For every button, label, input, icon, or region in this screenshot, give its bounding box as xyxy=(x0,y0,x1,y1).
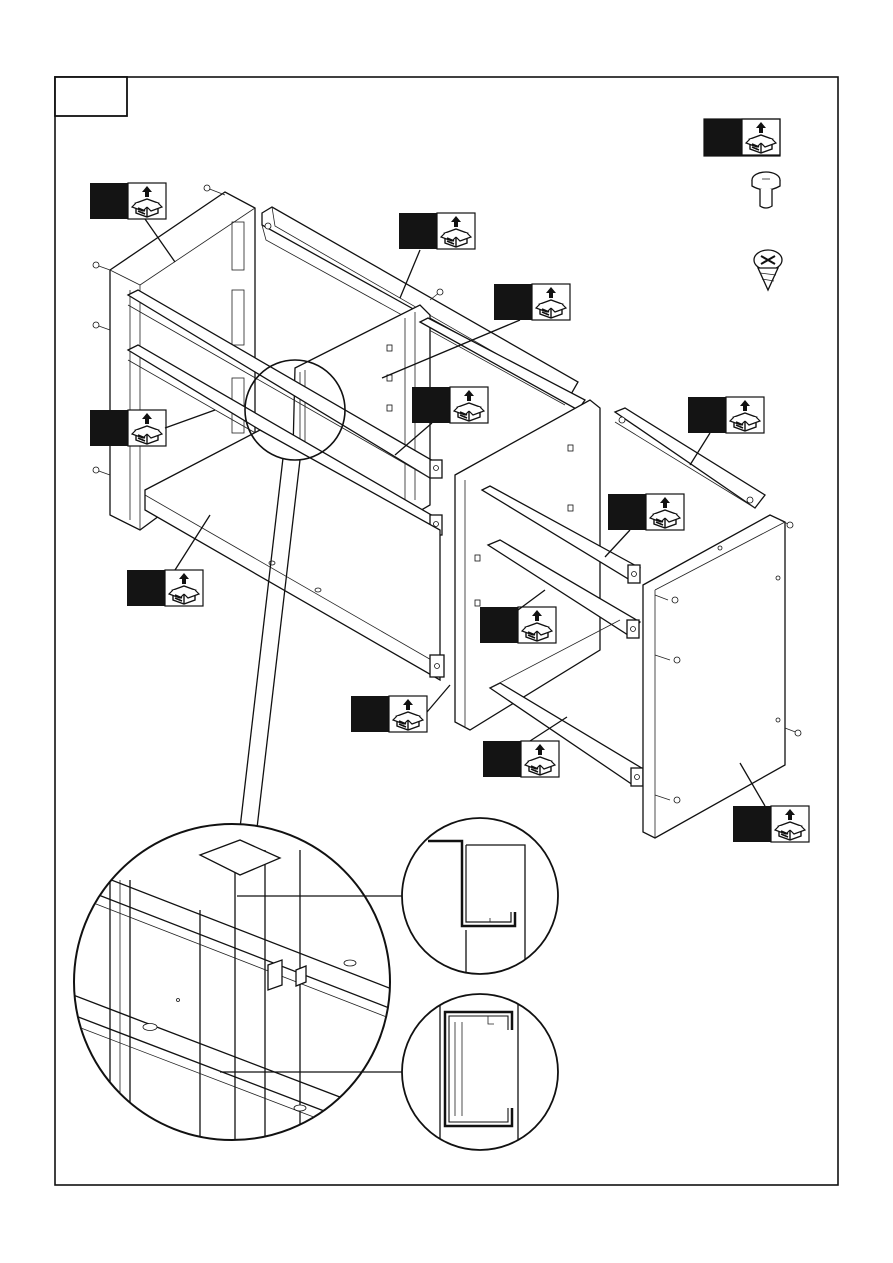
bolt-icon xyxy=(752,172,780,208)
label-top-back-rail xyxy=(399,213,475,249)
label-right-side-panel xyxy=(733,806,809,842)
label-mid-rail-left xyxy=(90,410,166,446)
label-front-rail-left xyxy=(412,387,488,423)
step-number-box xyxy=(55,77,127,116)
label-bottom-rail-right xyxy=(483,741,559,777)
label-front-rail-right xyxy=(608,494,684,530)
label-inner-panel-right xyxy=(351,696,427,732)
label-bottom-shelf-left xyxy=(127,570,203,606)
profile-section-bottom xyxy=(402,990,558,1160)
magnified-joint-detail xyxy=(60,824,420,1150)
label-left-side-panel xyxy=(90,183,166,219)
profile-section-top xyxy=(402,818,558,980)
label-top-back-rail-right xyxy=(688,397,764,433)
label-fixing-kit xyxy=(704,119,780,156)
screw-icon xyxy=(754,250,782,290)
label-mid-rail-right xyxy=(480,607,556,643)
label-center-divider xyxy=(494,284,570,320)
